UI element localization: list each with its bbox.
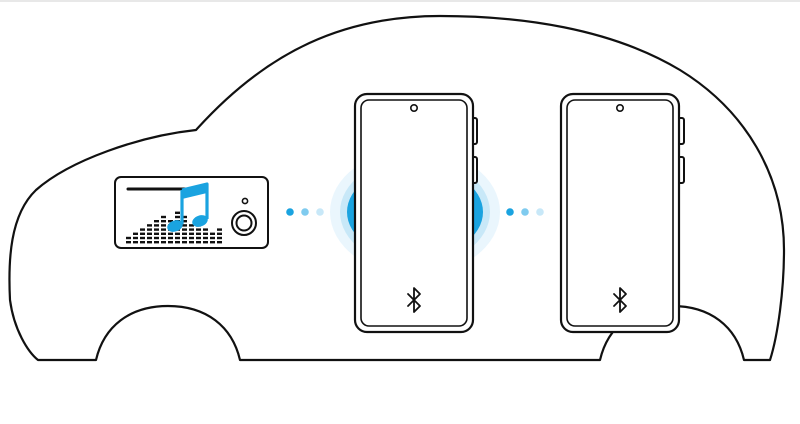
equalizer-bar-segment [140, 241, 145, 244]
equalizer-bar-segment [217, 228, 222, 231]
equalizer-bar-segment [203, 236, 208, 240]
equalizer-bar-segment [161, 232, 166, 235]
front-camera [409, 104, 418, 113]
equalizer-bar-segment [182, 215, 187, 219]
equalizer-bar-segment [182, 224, 187, 227]
smartphone-icon [559, 92, 685, 334]
equalizer-bar-segment [217, 236, 222, 240]
wireless-signal-icon [506, 208, 544, 216]
equalizer-bar-segment [182, 241, 187, 244]
equalizer-bar-segment [147, 241, 152, 244]
equalizer-bar-segment [210, 236, 215, 240]
equalizer-bar-segment [189, 236, 194, 240]
equalizer-bar-segment [154, 236, 159, 240]
equalizer-bar-segment [154, 220, 159, 223]
equalizer-bar-segment [147, 224, 152, 227]
equalizer-bar-segment [147, 228, 152, 231]
equalizer-bar-segment [203, 232, 208, 235]
equalizer-bar-segment [126, 241, 131, 244]
equalizer-bar-segment [175, 215, 180, 219]
equalizer-bar-segment [161, 241, 166, 244]
equalizer-bar-segment [147, 236, 152, 240]
equalizer-bar-segment [168, 232, 173, 235]
equalizer-bar-segment [140, 236, 145, 240]
equalizer-bar-segment [154, 232, 159, 235]
equalizer-bar-segment [161, 228, 166, 231]
equalizer-bar-segment [210, 241, 215, 244]
music-note-icon [167, 182, 209, 232]
equalizer-bar-segment [147, 232, 152, 235]
bluetooth-icon [407, 287, 421, 313]
equalizer-bar-segment [133, 232, 138, 235]
equalizer-bar-segment [182, 232, 187, 235]
equalizer-bar-segment [175, 211, 180, 214]
equalizer-bar-segment [182, 228, 187, 231]
equalizer-bar-segment [196, 232, 201, 235]
equalizer-bar-segment [140, 228, 145, 231]
equalizer-bar-segment [168, 220, 173, 223]
equalizer-bar-segment [196, 236, 201, 240]
equalizer-bar-segment [154, 228, 159, 231]
smartphone-icon [353, 92, 478, 334]
equalizer-bar-segment [161, 236, 166, 240]
equalizer-bar-segment [161, 224, 166, 227]
equalizer-bar-segment [133, 241, 138, 244]
equalizer-bar-segment [168, 236, 173, 240]
equalizer-bar-segment [182, 236, 187, 240]
equalizer-bar-segment [175, 236, 180, 240]
equalizer-bar-segment [154, 224, 159, 227]
equalizer-bar-segment [210, 232, 215, 235]
equalizer-bar-segment [189, 228, 194, 231]
equalizer-bar-segment [189, 241, 194, 244]
equalizer-bar-segment [196, 228, 201, 231]
wireless-signal-icon [286, 208, 324, 216]
equalizer-bar-segment [203, 228, 208, 231]
equalizer-bar-segment [189, 232, 194, 235]
equalizer-bar-segment [140, 232, 145, 235]
equalizer-bar-segment [175, 232, 180, 235]
equalizer-bar-segment [154, 241, 159, 244]
equalizer-bar-segment [203, 241, 208, 244]
equalizer-bar-segment [189, 224, 194, 227]
bluetooth-icon [613, 287, 627, 313]
equalizer-bar-segment [217, 232, 222, 235]
car-stereo-icon [114, 176, 269, 249]
equalizer-bar-segment [161, 220, 166, 223]
equalizer-bar-segment [133, 236, 138, 240]
equalizer-bar-segment [196, 241, 201, 244]
equalizer-bar-segment [182, 220, 187, 223]
equalizer-bar-segment [161, 215, 166, 219]
equalizer-bar-segment [217, 241, 222, 244]
front-camera [615, 104, 624, 113]
equalizer-bar-segment [126, 236, 131, 240]
equalizer-bar-segment [175, 241, 180, 244]
indicator-light [241, 197, 249, 205]
equalizer-bar-segment [168, 241, 173, 244]
